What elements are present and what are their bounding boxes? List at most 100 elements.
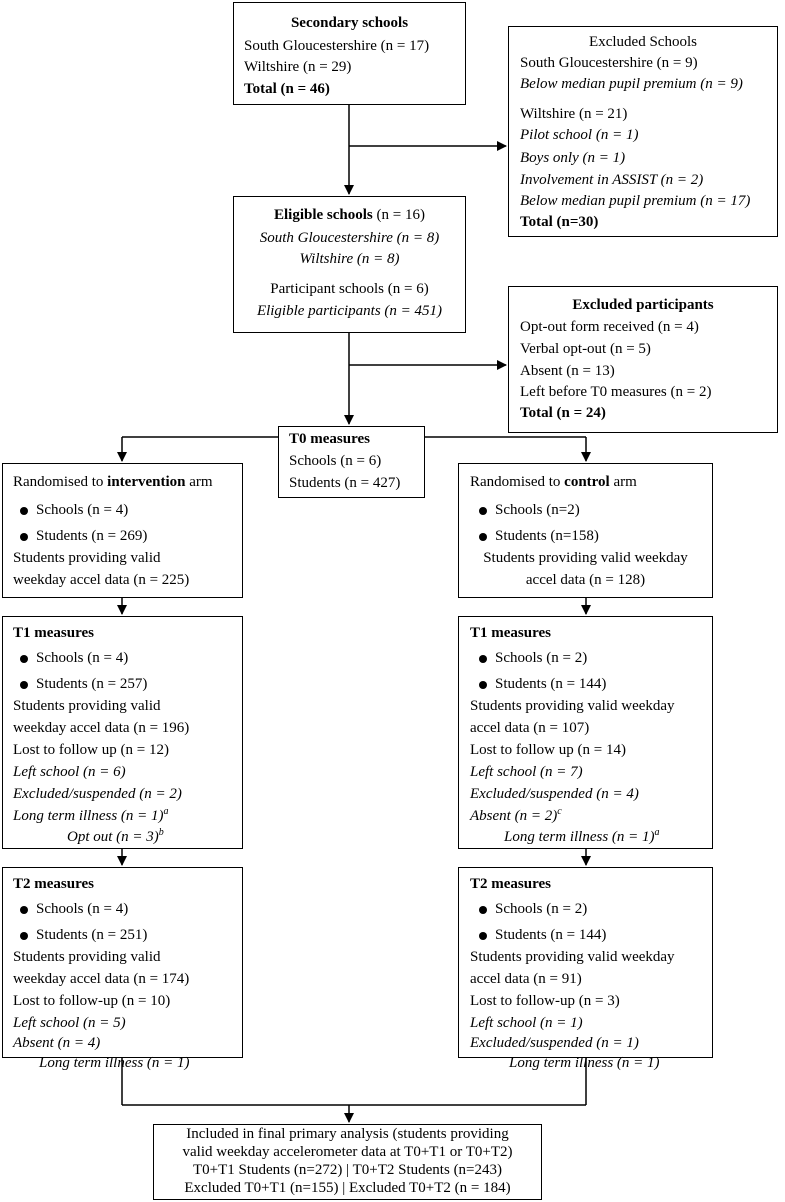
ctl-t1-students: Students (n = 144) [495,676,607,692]
int-t1-lost: Lost to follow up (n = 12) [13,742,169,758]
secondary-title: Secondary schools [290,15,409,31]
intervention-title: Randomised to intervention arm [13,474,213,490]
control-valid-2: accel data (n = 128) [525,572,646,588]
final-line-1: Included in final primary analysis (stud… [186,1126,509,1142]
control-students: Students (n=158) [495,528,599,544]
t0-students: Students (n = 427) [289,475,401,491]
ctl-t1-valid-1: Students providing valid weekday [470,698,675,714]
excluded-assist: Involvement in ASSIST (n = 2) [520,172,704,188]
ctl-t1-schools: Schools (n = 2) [495,650,588,666]
control-schools: Schools (n=2) [495,502,580,518]
ctl-t2-excluded: Excluded/suspended (n = 1) [470,1035,639,1051]
int-t1-title: T1 measures [13,625,94,641]
int-t1-valid-1: Students providing valid [13,698,161,714]
ctl-t1-absent: Absent (n = 2)c [470,806,562,825]
int-t2-illness: Long term illness (n = 1) [39,1055,190,1071]
excluded-total: Total (n=30) [520,214,599,230]
ctl-t1-illness: Long term illness (n = 1)a [504,827,660,846]
intervention-valid-1: Students providing valid [13,550,161,566]
excluded-participants-box: Excluded participants Opt-out form recei… [508,286,778,433]
bullet-icon [20,906,28,914]
excluded-absent: Absent (n = 13) [520,363,615,379]
int-t2-left: Left school (n = 5) [13,1015,126,1031]
excluded-sg-reason: Below median pupil premium (n = 9) [520,76,743,92]
intervention-t1-box: T1 measures Schools (n = 4) Students (n … [2,616,243,849]
int-t2-absent: Absent (n = 4) [13,1035,101,1051]
intervention-arm-box: Randomised to intervention arm Schools (… [2,463,243,598]
int-t1-students: Students (n = 257) [36,676,148,692]
ctl-t1-valid-2: accel data (n = 107) [470,720,590,736]
excluded-participants-title: Excluded participants [572,297,714,313]
ctl-t1-title: T1 measures [470,625,551,641]
eligible-wilts: Wiltshire (n = 8) [299,251,400,267]
excluded-boys: Boys only (n = 1) [520,150,626,166]
int-t2-lost: Lost to follow-up (n = 10) [13,993,171,1009]
int-t1-optout: Opt out (n = 3)b [67,827,164,846]
final-line-3: T0+T1 Students (n=272) | T0+T2 Students … [192,1162,503,1178]
eligible-sg: South Gloucestershire (n = 8) [259,230,440,246]
bullet-icon [20,533,28,541]
control-title: Randomised to control arm [470,474,637,490]
intervention-t2-box: T2 measures Schools (n = 4) Students (n … [2,867,243,1071]
secondary-wilts: Wiltshire (n = 29) [244,59,352,75]
ctl-t1-excluded: Excluded/suspended (n = 4) [470,786,639,802]
ctl-t2-title: T2 measures [470,876,551,892]
final-analysis-box: Included in final primary analysis (stud… [153,1124,542,1200]
ctl-t2-students: Students (n = 144) [495,927,607,943]
eligible-participants: Eligible participants (n = 451) [256,303,443,319]
int-t2-title: T2 measures [13,876,94,892]
int-t2-valid-1: Students providing valid [13,949,161,965]
bullet-icon [20,655,28,663]
bullet-icon [20,932,28,940]
excluded-left: Left before T0 measures (n = 2) [520,384,712,400]
control-valid-1: Students providing valid weekday [483,550,688,566]
bullet-icon [479,906,487,914]
control-t2-box: T2 measures Schools (n = 2) Students (n … [458,867,713,1071]
secondary-schools-box: Secondary schools South Gloucestershire … [233,2,466,105]
bullet-icon [479,507,487,515]
final-line-2: valid weekday accelerometer data at T0+T… [182,1144,513,1160]
excluded-wilts: Wiltshire (n = 21) [520,106,628,122]
intervention-valid-2: weekday accel data (n = 225) [13,572,190,588]
final-line-4: Excluded T0+T1 (n=155) | Excluded T0+T2 … [184,1180,511,1196]
secondary-total: Total (n = 46) [244,81,330,97]
excluded-schools-title: Excluded Schools [589,34,697,50]
excluded-optout-form: Opt-out form received (n = 4) [520,319,699,335]
secondary-sg: South Gloucestershire (n = 17) [244,38,430,54]
t0-measures-box: T0 measures Schools (n = 6) Students (n … [278,426,425,498]
eligible-title: Eligible schools (n = 16) [274,207,425,223]
intervention-students: Students (n = 269) [36,528,148,544]
ctl-t2-left: Left school (n = 1) [470,1015,583,1031]
ctl-t1-lost: Lost to follow up (n = 14) [470,742,626,758]
int-t2-valid-2: weekday accel data (n = 174) [13,971,190,987]
excluded-participants-total: Total (n = 24) [520,405,606,421]
int-t1-schools: Schools (n = 4) [36,650,129,666]
int-t2-schools: Schools (n = 4) [36,901,129,917]
bullet-icon [20,507,28,515]
excluded-verbal: Verbal opt-out (n = 5) [520,341,651,357]
int-t1-left: Left school (n = 6) [13,764,126,780]
ctl-t2-lost: Lost to follow-up (n = 3) [470,993,620,1009]
bullet-icon [479,681,487,689]
control-t1-box: T1 measures Schools (n = 2) Students (n … [458,616,713,849]
int-t2-students: Students (n = 251) [36,927,148,943]
intervention-schools: Schools (n = 4) [36,502,129,518]
control-arm-box: Randomised to control arm Schools (n=2) … [458,463,713,598]
excluded-below: Below median pupil premium (n = 17) [520,193,751,209]
t0-title: T0 measures [289,431,370,447]
t0-schools: Schools (n = 6) [289,453,382,469]
bullet-icon [20,681,28,689]
ctl-t1-left: Left school (n = 7) [470,764,583,780]
bullet-icon [479,533,487,541]
int-t1-valid-2: weekday accel data (n = 196) [13,720,190,736]
ctl-t2-illness: Long term illness (n = 1) [509,1055,660,1071]
ctl-t2-valid-2: accel data (n = 91) [470,971,582,987]
int-t1-illness: Long term illness (n = 1)a [13,806,169,825]
eligible-schools-box: Eligible schools (n = 16) South Gloucest… [233,196,466,333]
ctl-t2-valid-1: Students providing valid weekday [470,949,675,965]
bullet-icon [479,932,487,940]
excluded-schools-box: Excluded Schools South Gloucestershire (… [508,26,778,237]
excluded-sg: South Gloucestershire (n = 9) [520,55,698,71]
int-t1-excluded: Excluded/suspended (n = 2) [13,786,182,802]
